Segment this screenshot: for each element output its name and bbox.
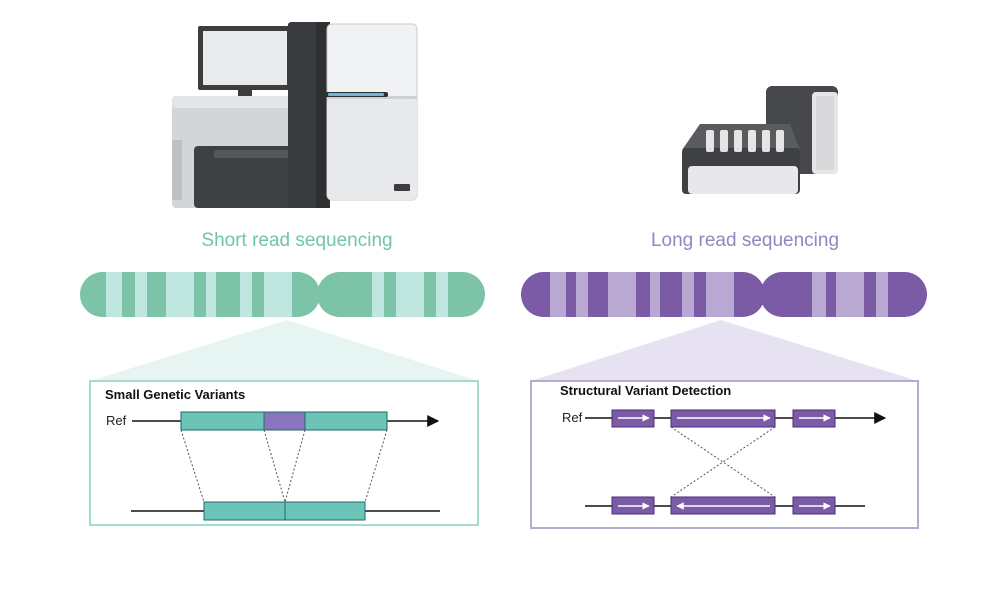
small-variants-title: Small Genetic Variants: [105, 387, 245, 402]
long-read-sequencer-icon: [682, 86, 838, 194]
short-read-title: Short read sequencing: [201, 230, 392, 251]
structural-variants-panel: Structural Variant Detection Ref: [530, 380, 919, 529]
short-ref-label: Ref: [106, 413, 127, 428]
short-zoom-wedge: [90, 320, 478, 381]
short-read-sequencer-icon: [172, 22, 418, 208]
long-read-chromosome: [521, 272, 927, 317]
long-read-title: Long read sequencing: [651, 230, 839, 251]
long-zoom-wedge: [531, 320, 918, 381]
short-read-chromosome: [80, 272, 485, 317]
structural-variants-title: Structural Variant Detection: [560, 383, 731, 398]
small-variants-panel: Small Genetic Variants Ref: [89, 380, 479, 526]
long-ref-label: Ref: [562, 410, 583, 425]
